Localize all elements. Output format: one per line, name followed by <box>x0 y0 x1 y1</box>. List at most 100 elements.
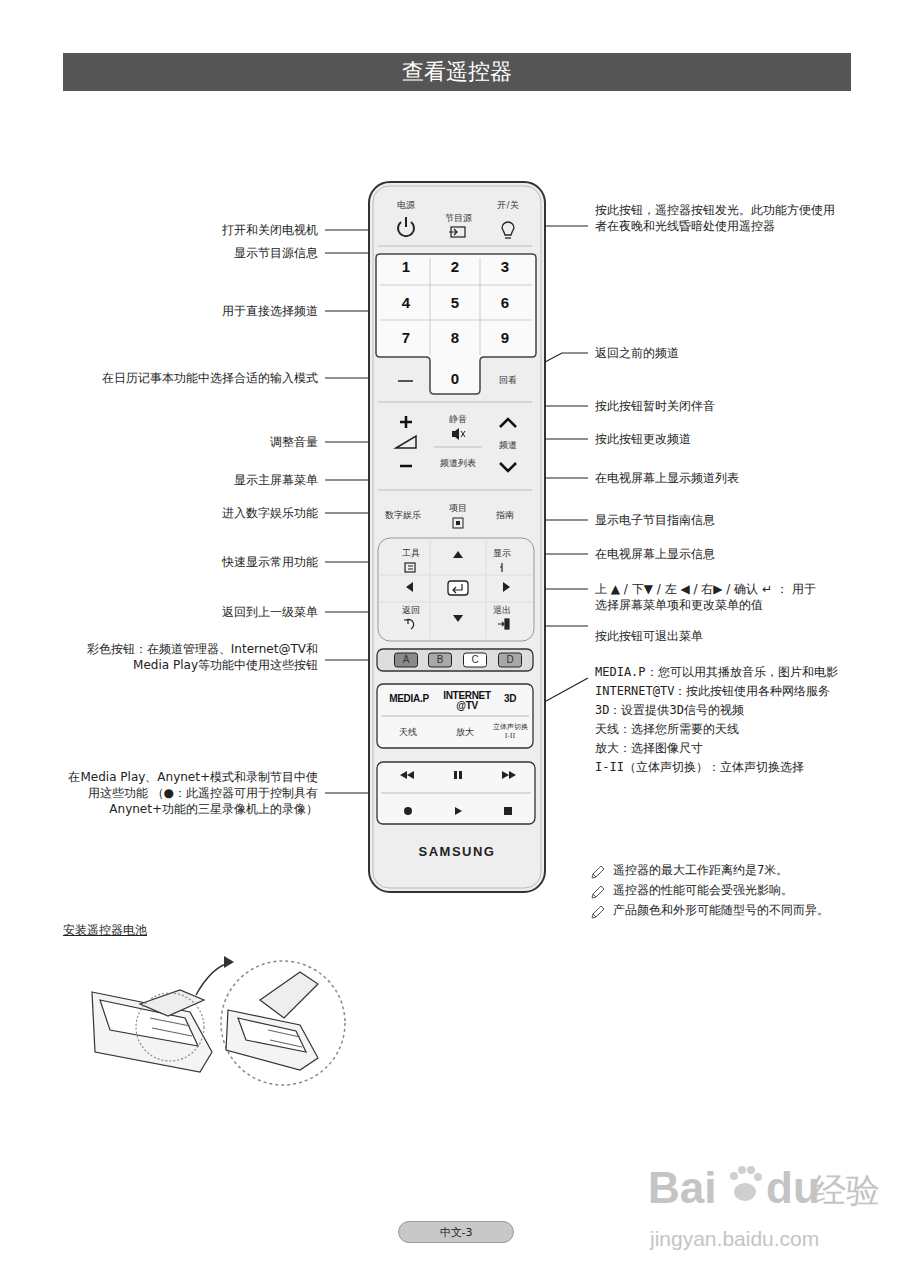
button-text: 8 <box>451 329 459 346</box>
button-label: 项目 <box>449 503 467 513</box>
section-heading: 安装遥控器电池 <box>63 922 147 938</box>
button-text: 静音 <box>449 414 467 424</box>
button-text: 电源 <box>397 200 415 210</box>
callout-text: 按此按钮暂时关闭伴音 <box>595 398 715 414</box>
color-button: D <box>498 653 522 668</box>
button-text: 4 <box>402 294 410 311</box>
callout-text: INTERNET@TV：按此按钮使用各种网络服务 <box>595 683 830 699</box>
button-label: 频道列表 <box>440 458 476 468</box>
button-text: 2 <box>451 258 459 275</box>
button-text: 退出 <box>493 605 511 615</box>
watermark-text: Bai <box>648 1163 716 1213</box>
function-key: INTERNET @TV <box>443 691 491 711</box>
number-key: 3 <box>501 259 509 275</box>
watermark-text: 经验 <box>812 1170 880 1210</box>
color-button: B <box>428 653 452 668</box>
callout-text: 显示电子节目指南信息 <box>595 512 715 528</box>
button-text: 数字娱乐 <box>385 510 421 520</box>
number-key: 8 <box>451 330 459 346</box>
callout-text: 按此按钮更改频道 <box>595 431 691 447</box>
callout-text: 返回之前的频道 <box>595 345 679 361</box>
button-label: 开/关 <box>497 200 518 210</box>
callout-text: 进入数字娱乐功能 <box>222 505 318 521</box>
button-text: 项目 <box>449 503 467 513</box>
number-key: 4 <box>402 295 410 311</box>
callout-text: 快速显示常用功能 <box>222 554 318 570</box>
callout-text: 放大：选择图像尺寸 <box>595 740 703 756</box>
callout-text: 在Media Play、Anynet+模式和录制节目中使 用这些功能 （●：此遥… <box>66 769 318 817</box>
callout-text: 显示节目源信息 <box>234 245 318 261</box>
button-text: INTERNET @TV <box>443 690 491 711</box>
button-label: 频道 <box>499 440 517 450</box>
watermark-text: jingyan.baidu.com <box>650 1226 819 1252</box>
callout-text: 上 ▲ / 下▼ / 左 ◀ / 右▶ / 确认 ↵ ： 用于选择屏幕菜单项和更… <box>595 581 827 613</box>
page-number: 中文-3 <box>440 1225 473 1240</box>
color-button: A <box>394 653 418 668</box>
callout-text: 天线：选择您所需要的天线 <box>595 721 739 737</box>
button-label: 电源 <box>397 200 415 210</box>
callout-text: 彩色按钮：在频道管理器、Internet@TV和 Media Play等功能中使… <box>82 641 318 673</box>
callout-text: 按此按钮，遥控器按钮发光。此功能方便使用 者在夜晚和光线昏暗处使用遥控器 <box>595 202 847 234</box>
button-text: 3 <box>501 258 509 275</box>
callout-text: MEDIA.P：您可以用其播放音乐，图片和电影 <box>595 664 838 680</box>
button-text: 6 <box>501 294 509 311</box>
button-label: 立体声切换 I-II <box>493 723 528 741</box>
remote-body: SAMSUNG 电源节目源 开/关 1 2 3 4 5 6 7 8 9 0 回看静音频道频道列表数字娱乐 项… <box>368 181 546 893</box>
button-label: 显示 <box>493 548 511 558</box>
button-text: 7 <box>402 329 410 346</box>
button-text: 放大 <box>456 727 474 737</box>
button-text: 开/关 <box>497 200 518 210</box>
number-key: 1 <box>402 259 410 275</box>
title-text: 查看遥控器 <box>402 59 512 85</box>
callout-text: 调整音量 <box>270 434 318 450</box>
button-text: MEDIA.P <box>389 693 429 704</box>
watermark-paw <box>730 1166 762 1201</box>
button-text: 工具 <box>402 548 420 558</box>
button-text: 显示 <box>493 548 511 558</box>
number-key: 5 <box>451 295 459 311</box>
button-text: 5 <box>451 294 459 311</box>
button-text: 天线 <box>399 727 417 737</box>
callout-text: I-II（立体声切换）：立体声切换选择 <box>595 759 804 775</box>
callout-text: 在电视屏幕上显示频道列表 <box>595 470 739 486</box>
button-label: 退出 <box>493 605 511 615</box>
callout-text: 返回到上一级菜单 <box>222 604 318 620</box>
number-key: 9 <box>501 330 509 346</box>
button-text: 0 <box>451 370 459 387</box>
function-key: MEDIA.P <box>389 694 429 704</box>
button-label: 工具 <box>402 548 420 558</box>
pencil-icons <box>592 866 604 918</box>
color-button: C <box>463 653 487 668</box>
button-text: 返回 <box>402 605 420 615</box>
note-text: 产品颜色和外形可能随型号的不同而异。 <box>613 902 829 918</box>
number-key: 6 <box>501 295 509 311</box>
button-label: 节目源 <box>445 213 472 223</box>
brand-text: SAMSUNG <box>370 844 544 859</box>
callout-text: 打开和关闭电视机 <box>222 222 318 238</box>
button-text: D <box>506 654 513 665</box>
button-label: 静音 <box>449 414 467 424</box>
button-text: C <box>471 654 478 665</box>
button-label: 放大 <box>456 727 474 737</box>
battery-illustration <box>92 956 345 1085</box>
callout-text: 在电视屏幕上显示信息 <box>595 546 715 562</box>
page-number-pill: 中文-3 <box>398 1221 514 1243</box>
function-key: 3D <box>504 694 516 704</box>
title-bar: 查看遥控器 <box>63 53 851 91</box>
remote-illustration <box>368 181 546 893</box>
callout-text: 按此按钮可退出菜单 <box>595 628 703 644</box>
button-text: 回看 <box>499 375 517 385</box>
button-text: 频道 <box>499 440 517 450</box>
button-text: 立体声切换 I-II <box>493 723 528 740</box>
button-label: 天线 <box>399 727 417 737</box>
number-key: 0 <box>451 371 459 387</box>
button-text: 节目源 <box>445 213 472 223</box>
button-text: B <box>437 654 444 665</box>
button-label: 回看 <box>499 375 517 385</box>
number-key: 7 <box>402 330 410 346</box>
button-label: 指南 <box>496 510 514 520</box>
button-text: 1 <box>402 258 410 275</box>
number-key: 2 <box>451 259 459 275</box>
callout-text: 3D：设置提供3D信号的视频 <box>595 702 744 718</box>
